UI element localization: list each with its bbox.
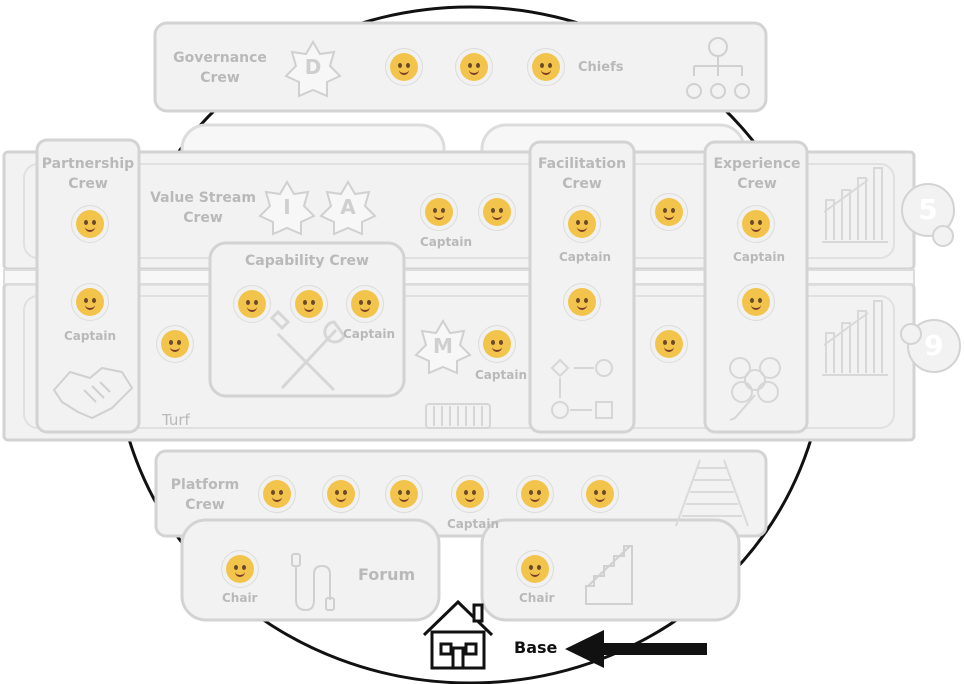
member-emoji [385,475,423,513]
member-emoji [516,475,554,513]
flower-icon [729,357,781,421]
chiefs-label: Chiefs [578,60,624,75]
badge-d: D [304,55,322,79]
stairs-icon [585,545,633,605]
member-emoji [650,193,688,231]
member-emoji [156,325,194,363]
number-5-circle [901,183,955,237]
chair-label-forum: Chair [222,591,258,605]
captain-label-experience: Captain [733,250,785,264]
badge-i: I [283,195,291,219]
member-emoji [233,285,271,323]
badge-a-star [319,180,377,236]
member-emoji [516,550,554,588]
handshake-icon [52,366,134,420]
arrow-icon [565,630,707,668]
captain-label-m: Captain [475,368,527,382]
forum-label: Forum [358,565,416,584]
member-emoji [322,475,360,513]
member-emoji [290,285,328,323]
captain-label-capability: Captain [343,327,395,341]
member-emoji [563,205,601,243]
badge-d-star [284,40,342,98]
member-emoji [346,285,384,323]
chart-icon [822,167,888,376]
value-stream-crew-label: Value Stream Crew [150,190,256,226]
badge-m-star [414,319,472,375]
captain-label-platform: Captain [447,517,499,531]
tools-icon [269,309,346,392]
captain-label-partnership: Captain [64,329,116,343]
flow-diagram-icon [550,358,613,419]
member-emoji [258,475,296,513]
base-label: Base [514,638,558,657]
radiator-icon [425,403,491,429]
member-emoji [478,193,516,231]
forum-panel [180,518,441,622]
member-emoji [71,283,109,321]
member-emoji [527,48,565,86]
governance-crew-label: Governance Crew [173,50,267,86]
number-9: 9 [924,329,944,362]
turf-label: Turf [162,411,190,429]
member-emoji [451,475,489,513]
member-emoji [650,325,688,363]
partnership-crew-label: Partnership Crew [41,156,135,192]
member-emoji [71,205,109,243]
member-emoji [420,193,458,231]
cable-icon [291,553,335,612]
member-emoji [385,48,423,86]
member-emoji [478,325,516,363]
experience-crew-label: Experience Crew [713,156,801,192]
member-emoji [737,283,775,321]
platform-crew-label: Platform Crew [170,477,240,513]
badge-m: M [433,334,453,358]
railway-icon [675,459,749,527]
captain-label-facilitation: Captain [559,250,611,264]
captain-label-value-stream: Captain [420,235,472,249]
member-emoji [563,283,601,321]
facilitation-crew-label: Facilitation Crew [537,156,627,192]
number-5: 5 [918,193,938,226]
member-emoji [455,48,493,86]
member-emoji [221,550,259,588]
capability-crew-label: Capability Crew [245,253,369,269]
chair-label-right: Chair [519,591,555,605]
chair-panel [480,518,741,622]
org-chart-icon [686,37,750,99]
badge-i-star [258,180,316,236]
member-emoji [581,475,619,513]
house-icon [422,599,494,670]
badge-a: A [340,195,356,219]
member-emoji [737,205,775,243]
